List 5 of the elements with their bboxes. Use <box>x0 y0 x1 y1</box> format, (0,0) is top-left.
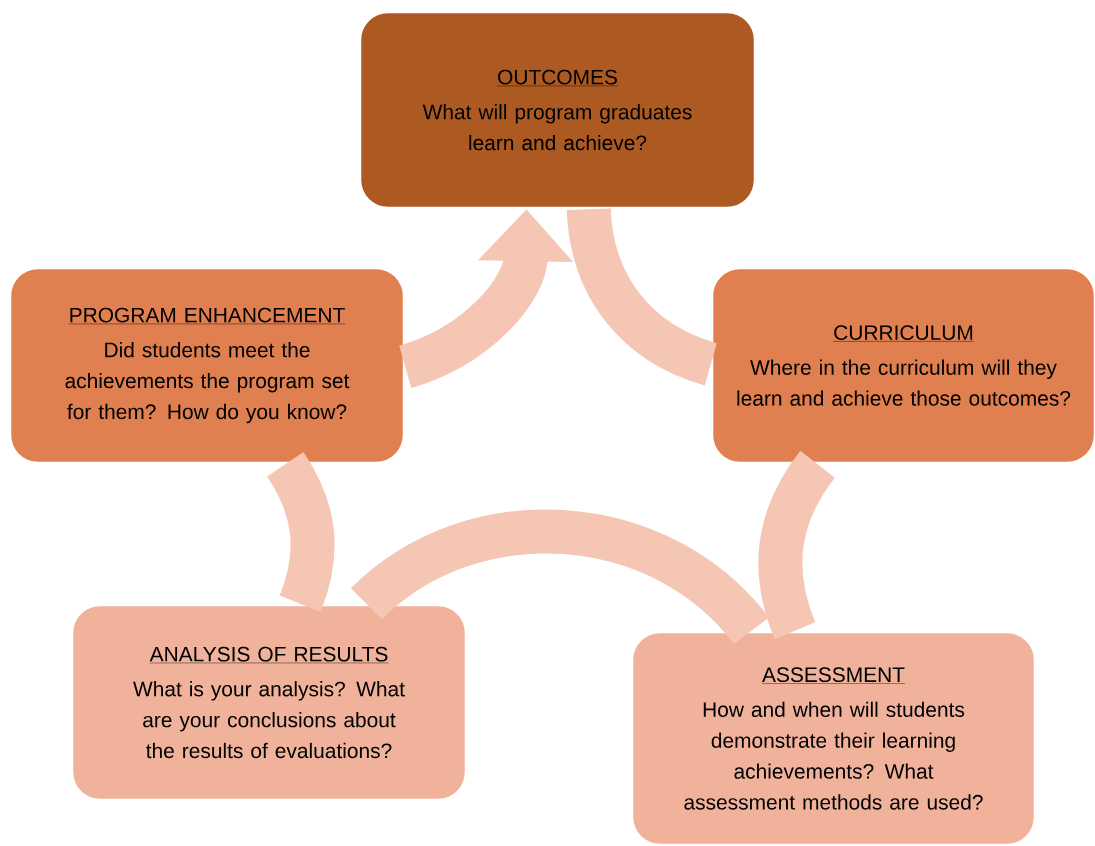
process-box: ANALYSIS OF RESULTS What is your analysis? What are your conclusions about the results of evaluations? <box>70 603 468 802</box>
process-box: PROGRAM ENHANCEMENT Did students meet the achievements the program set for them? How do you know? <box>8 266 406 465</box>
process-box: CURRICULUM Where in the curriculum will they learn and achieve those outcomes? <box>710 266 1095 465</box>
process-box: OUTCOMES What will program graduates learn and achieve? <box>358 10 757 210</box>
process-box: ASSESSMENT How and when will students demonstrate their learning achievements? What assessment methods are used? <box>630 630 1037 846</box>
